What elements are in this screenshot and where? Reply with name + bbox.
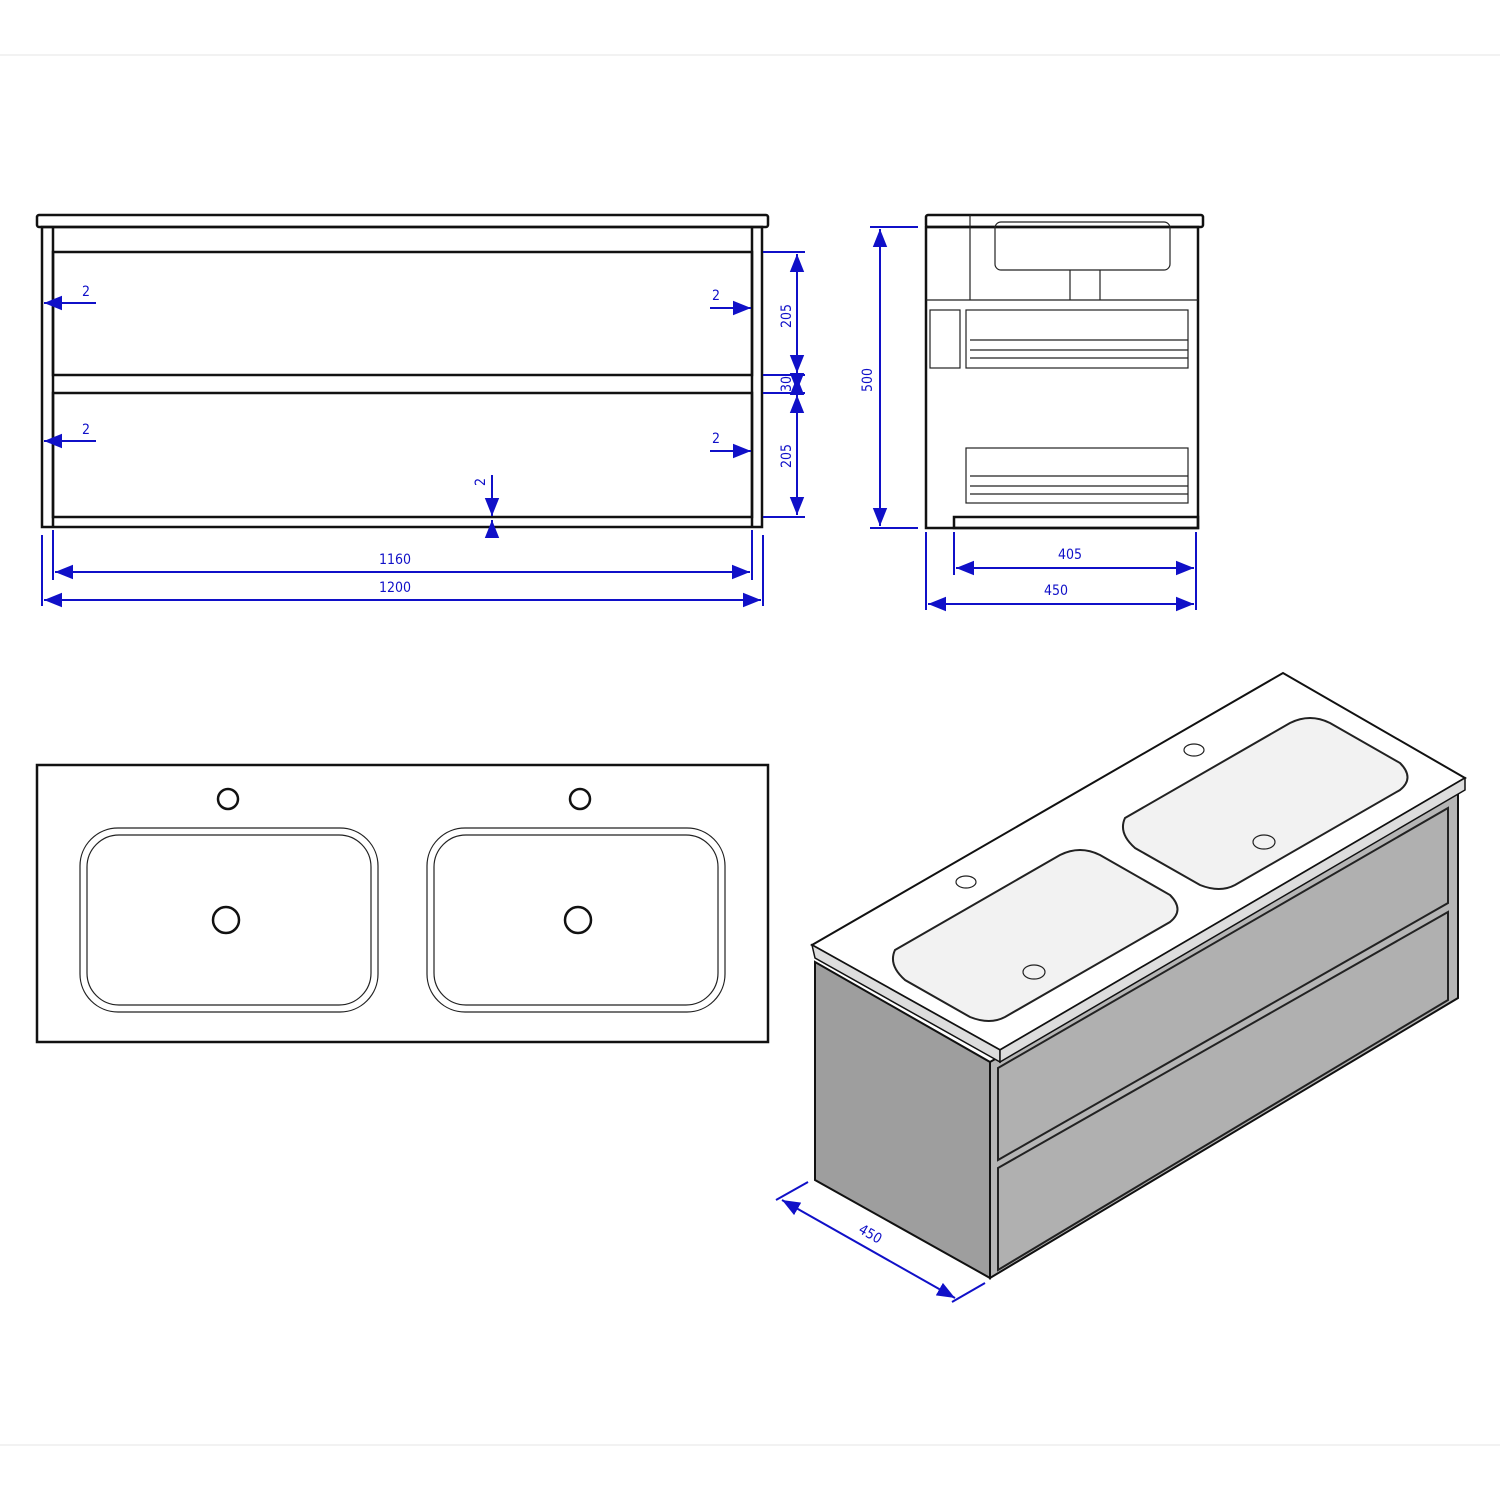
iso-right-drain bbox=[1252, 834, 1276, 850]
dim-overall-depth: 450 bbox=[1044, 583, 1068, 599]
dim-rail-height: 30 bbox=[779, 376, 795, 392]
iso-bottom-drawer bbox=[997, 910, 1449, 1272]
dim-inner-width: 1160 bbox=[379, 552, 411, 568]
iso-right-tap-hole bbox=[1183, 743, 1205, 757]
dim-gap-right-bottom: 2 bbox=[712, 431, 720, 447]
side-countertop bbox=[924, 213, 1205, 229]
dim-gap-left-top: 2 bbox=[82, 284, 90, 300]
side-cabinet-body bbox=[924, 225, 1200, 530]
cabinet-body bbox=[40, 225, 764, 529]
countertop bbox=[35, 213, 770, 229]
dim-drawer-bottom-height: 205 bbox=[779, 444, 795, 468]
right-basin-inner bbox=[433, 834, 719, 1006]
right-tap-hole bbox=[568, 787, 592, 811]
front-view: 205 30 205 2 2 2 2 2 1160 1200 bbox=[35, 213, 805, 608]
right-drain bbox=[563, 905, 593, 935]
iso-right-basin bbox=[1122, 717, 1409, 890]
dim-drawer-top-height: 205 bbox=[779, 304, 795, 328]
iso-left-basin bbox=[892, 849, 1179, 1022]
drawer-runner-bottom bbox=[965, 447, 1189, 504]
left-tap-hole bbox=[216, 787, 240, 811]
left-drain bbox=[211, 905, 241, 935]
iso-left-tap-hole bbox=[955, 875, 977, 889]
iso-top-drawer bbox=[997, 806, 1449, 1162]
side-view: 500 405 450 bbox=[860, 213, 1205, 612]
dim-gap-bottom: 2 bbox=[473, 478, 489, 486]
left-basin-inner bbox=[86, 834, 372, 1006]
iso-view: 450 bbox=[775, 671, 1467, 1303]
top-view bbox=[35, 763, 770, 1044]
left-basin-outer bbox=[79, 827, 379, 1013]
dim-gap-right-top: 2 bbox=[712, 288, 720, 304]
iso-left-drain bbox=[1022, 964, 1046, 980]
dim-inner-depth: 405 bbox=[1058, 547, 1082, 563]
basin-section bbox=[994, 221, 1171, 271]
drawer-runner-top bbox=[965, 309, 1189, 369]
wall-bracket bbox=[929, 309, 961, 369]
dimensions-side: 500 405 450 bbox=[860, 226, 1197, 612]
bottom-drawer-front bbox=[51, 391, 754, 519]
dim-height: 500 bbox=[860, 368, 876, 392]
dim-overall-width: 1200 bbox=[379, 580, 411, 596]
side-base bbox=[952, 515, 1200, 530]
top-drawer-front bbox=[51, 250, 754, 377]
dim-gap-left-bottom: 2 bbox=[82, 422, 90, 438]
countertop-plan bbox=[35, 763, 770, 1044]
right-basin-outer bbox=[426, 827, 726, 1013]
dimensions-front: 205 30 205 2 2 2 2 2 1160 1200 bbox=[41, 251, 805, 608]
